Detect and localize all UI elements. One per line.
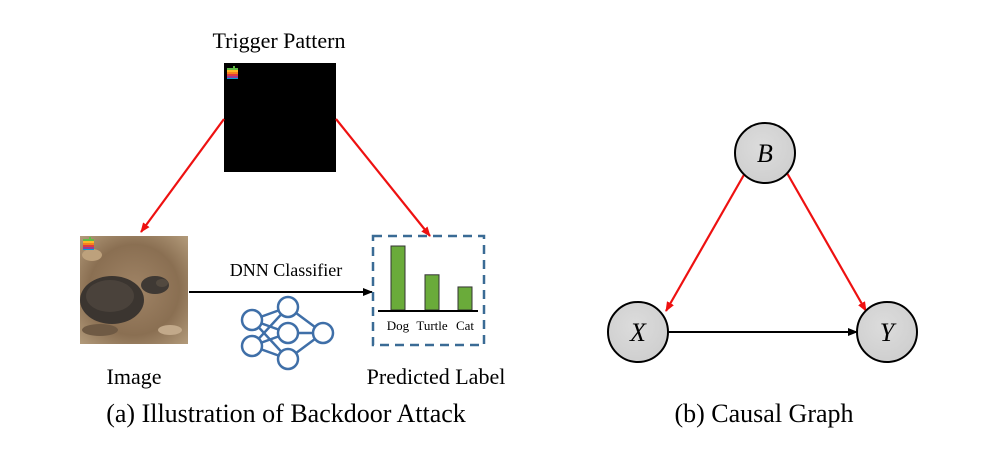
neural-network-icon <box>240 295 335 371</box>
bar-turtle <box>424 274 440 311</box>
trigger-pattern-image <box>224 63 336 172</box>
node-y-label: Y <box>880 318 897 347</box>
b-to-x-arrow <box>665 172 746 312</box>
b-to-y-arrow <box>786 172 867 312</box>
classifier-label: DNN Classifier <box>230 260 342 280</box>
caption-b: (b) Causal Graph <box>674 399 853 428</box>
node-x-label: X <box>629 318 647 347</box>
bar-label-cat: Cat <box>456 318 474 333</box>
apple-logo-icon <box>83 237 94 250</box>
node-y <box>856 301 918 363</box>
trigger-to-image-arrow <box>140 118 225 233</box>
caption-a: (a) Illustration of Backdoor Attack <box>106 399 466 428</box>
panel-b: B X Y (b) Causal Graph <box>607 122 918 428</box>
node-x <box>607 301 669 363</box>
bar-dog <box>390 245 406 311</box>
bar-label-turtle: Turtle <box>416 318 448 333</box>
panel-a: Trigger Pattern <box>80 28 505 428</box>
predicted-label-box <box>371 234 486 347</box>
bar-cat <box>457 286 473 311</box>
prediction-bar-chart <box>390 245 473 311</box>
turtle-photo <box>80 236 188 344</box>
bar-chart-labels: Dog Turtle Cat <box>387 318 475 333</box>
image-label: Image <box>107 364 162 389</box>
trigger-pattern-label: Trigger Pattern <box>212 28 345 53</box>
node-b-label: B <box>757 139 773 168</box>
bar-label-dog: Dog <box>387 318 410 333</box>
predicted-label: Predicted Label <box>367 364 506 389</box>
apple-logo-icon <box>227 66 238 79</box>
node-b <box>734 122 796 184</box>
trigger-to-label-arrow <box>335 118 431 237</box>
